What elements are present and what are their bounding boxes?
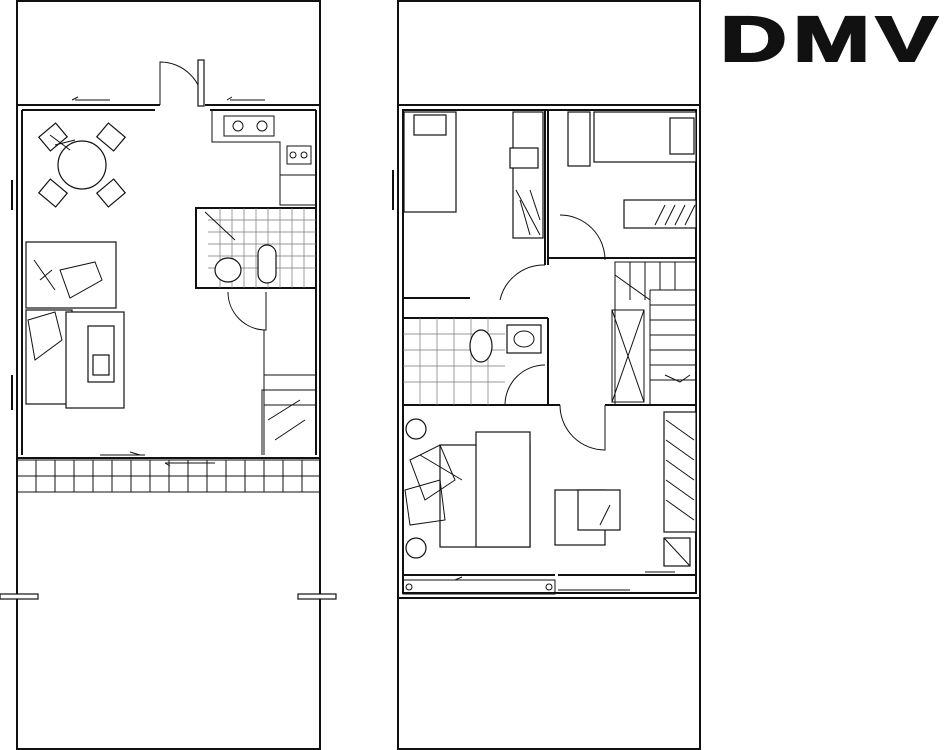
wardrobe-1 (512, 111, 544, 239)
master-bedroom (404, 411, 697, 567)
balcony-window (402, 579, 556, 595)
upper-floor-plan (392, 0, 701, 750)
upper-stair (611, 261, 697, 406)
stove-icon (286, 145, 312, 165)
fence-post-right (297, 593, 337, 600)
window-marks (71, 96, 265, 101)
sink-icon (223, 115, 275, 137)
upper-bathroom (403, 318, 546, 406)
dining-table (37, 122, 127, 208)
plot-boundary-left (16, 0, 321, 750)
ground-bathroom (195, 207, 317, 289)
front-wall (17, 104, 320, 111)
entry-door (159, 61, 204, 106)
fence-post-left (0, 593, 39, 600)
plot-boundary-right (397, 0, 701, 750)
dmv-logo: DMV (719, 2, 944, 76)
ground-floor-plan (0, 0, 337, 750)
rear-sliding-door (100, 451, 215, 467)
upper-doors (499, 214, 606, 451)
upper-walls (398, 104, 700, 599)
terrace-tiles (16, 459, 321, 493)
desk-2 (623, 199, 697, 229)
living-furniture (25, 241, 125, 409)
bathroom-door (227, 291, 267, 331)
wardrobe-master (663, 411, 697, 533)
kitchen-counter (211, 110, 316, 206)
ground-stair (261, 330, 316, 455)
